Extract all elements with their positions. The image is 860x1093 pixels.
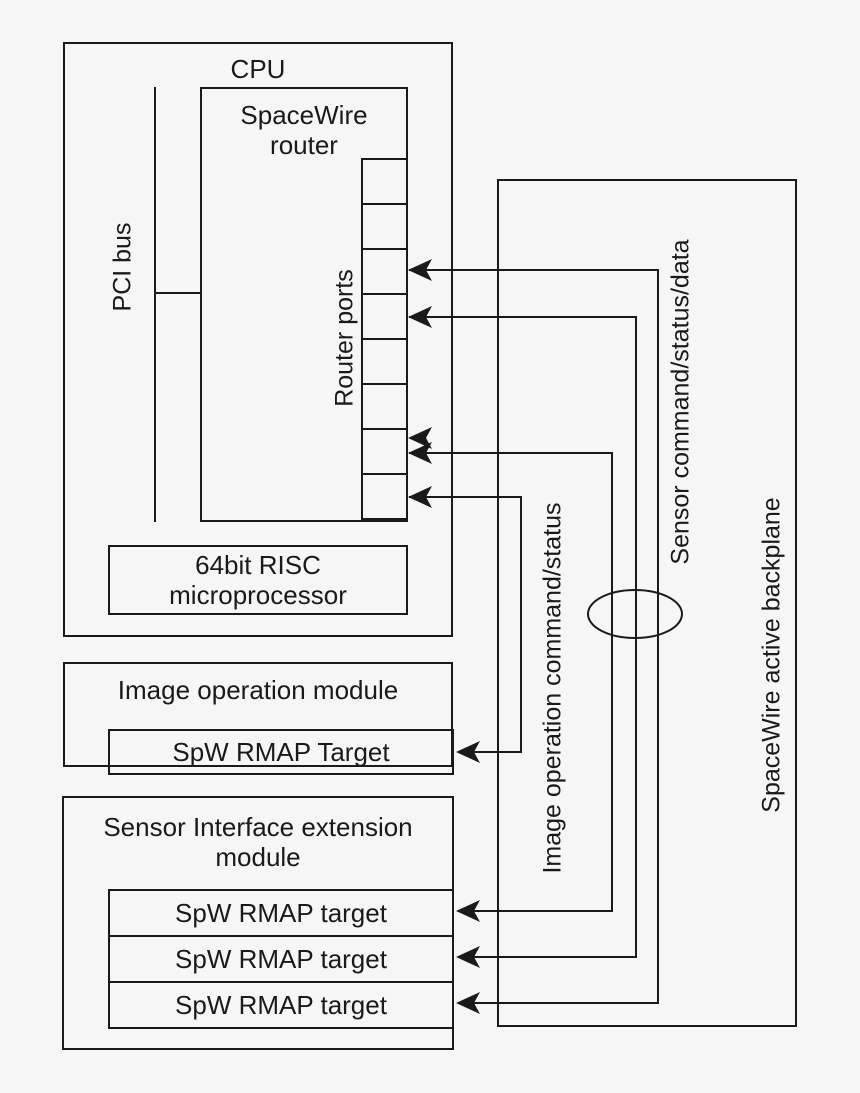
- pci-router-connector-line: [154, 292, 201, 294]
- cpu-title: CPU: [230, 54, 286, 84]
- router-ports-column: [361, 158, 408, 520]
- router-port-1: [361, 158, 408, 205]
- spacewire-backplane-label: SpaceWire active backplane: [758, 494, 786, 816]
- risc-title-line1: 64bit RISC: [195, 550, 321, 580]
- pci-bus-label: PCI bus: [109, 219, 137, 315]
- router-port-2: [361, 203, 408, 250]
- sensor-target-3-label: SpW RMAP target: [175, 989, 387, 1020]
- sensor-spw-rmap-target-3: SpW RMAP target: [108, 981, 454, 1029]
- sensor-module-title-line1: Sensor Interface extension: [103, 812, 413, 842]
- image-spw-rmap-target-box: SpW RMAP Target: [108, 729, 454, 775]
- arrowhead-sensor-target1-icon: [456, 900, 480, 922]
- risc-microprocessor-box: 64bit RISC microprocessor: [108, 545, 408, 615]
- spacewire-router-title-line1: SpaceWire: [240, 100, 368, 130]
- spacewire-router-title-line2: router: [270, 130, 338, 160]
- sensor-target-1-label: SpW RMAP target: [175, 897, 387, 928]
- router-port-7: [361, 428, 408, 475]
- sensor-target-2-label: SpW RMAP target: [175, 943, 387, 974]
- pci-bus-line: [154, 87, 156, 522]
- router-port-3: [361, 248, 408, 295]
- router-ports-label: Router ports: [331, 266, 359, 410]
- arrowhead-image-target-icon: [456, 741, 480, 763]
- router-port-8: [361, 473, 408, 520]
- arrowhead-sensor-target3-icon: [456, 992, 480, 1014]
- router-port-6: [361, 383, 408, 430]
- router-port-4: [361, 293, 408, 340]
- router-port-5: [361, 338, 408, 385]
- sensor-target-stack: SpW RMAP target SpW RMAP target SpW RMAP…: [108, 889, 454, 1029]
- spacewire-router-title: SpaceWire router: [200, 100, 408, 160]
- image-operation-link-label: Image operation command/status: [539, 499, 567, 877]
- sensor-link-label: Sensor command/status/data: [667, 236, 695, 568]
- arrowhead-sensor-target2-icon: [456, 946, 480, 968]
- sensor-spw-rmap-target-2: SpW RMAP target: [108, 935, 454, 983]
- sensor-module-title-line2: module: [215, 842, 301, 872]
- image-operation-module-title: Image operation module: [117, 675, 399, 705]
- sensor-interface-module-title: Sensor Interface extension module: [62, 812, 454, 872]
- image-spw-rmap-target-label: SpW RMAP Target: [172, 736, 390, 767]
- risc-title-line2: microprocessor: [169, 580, 347, 610]
- sensor-spw-rmap-target-1: SpW RMAP target: [108, 889, 454, 937]
